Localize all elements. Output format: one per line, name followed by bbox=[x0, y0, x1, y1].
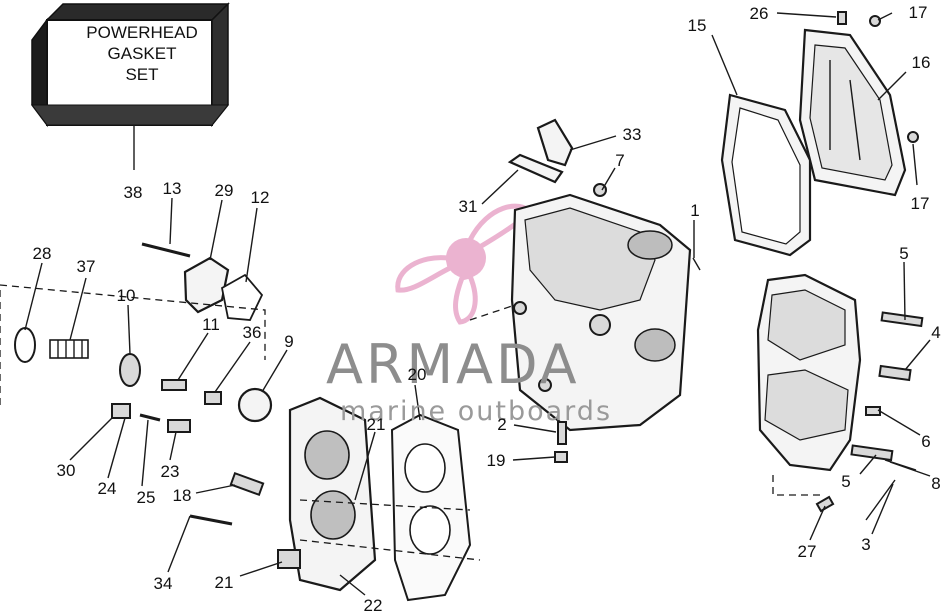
callout-4: 4 bbox=[931, 323, 940, 342]
callout-9: 9 bbox=[284, 332, 293, 351]
bolt-5-top bbox=[880, 311, 924, 328]
watermark-propeller-logo bbox=[395, 203, 534, 325]
callout-24: 24 bbox=[98, 479, 117, 498]
callout-22: 22 bbox=[364, 596, 383, 613]
pin-25 bbox=[139, 413, 161, 422]
callout-31: 31 bbox=[459, 197, 478, 216]
pin-3 bbox=[865, 479, 896, 521]
temperature-switch-18 bbox=[229, 471, 265, 497]
kit-box-line-2: GASKET bbox=[108, 44, 177, 63]
thermostat-10 bbox=[119, 353, 141, 387]
pin-1 bbox=[692, 257, 701, 271]
bolt-34 bbox=[189, 514, 233, 526]
callout-10: 10 bbox=[117, 286, 136, 305]
callout-30: 30 bbox=[57, 461, 76, 480]
stud-2 bbox=[557, 421, 567, 445]
screw-17-side bbox=[907, 131, 919, 143]
cylinder-block bbox=[510, 193, 692, 432]
callout-15: 15 bbox=[688, 16, 707, 35]
callout-16: 16 bbox=[912, 53, 931, 72]
callout-3: 3 bbox=[861, 535, 870, 554]
alignment-dashes bbox=[0, 284, 825, 561]
callout-5-top: 5 bbox=[899, 244, 908, 263]
tube-31 bbox=[507, 153, 564, 184]
leader-lines bbox=[24, 12, 931, 596]
callout-28: 28 bbox=[33, 244, 52, 263]
nut-19 bbox=[554, 451, 568, 463]
o-ring-28 bbox=[14, 327, 36, 363]
callout-26: 26 bbox=[750, 4, 769, 23]
valve-11 bbox=[161, 379, 187, 391]
callout-18: 18 bbox=[173, 486, 192, 505]
callout-2: 2 bbox=[497, 415, 506, 434]
fitting-30 bbox=[111, 403, 131, 419]
callout-25: 25 bbox=[137, 488, 156, 507]
exhaust-cover-16 bbox=[798, 28, 907, 197]
callout-19: 19 bbox=[487, 451, 506, 470]
bolt-4 bbox=[878, 364, 912, 382]
spring-36 bbox=[204, 391, 222, 405]
seal-9 bbox=[237, 387, 273, 423]
screw-26 bbox=[837, 11, 847, 25]
kit-box-line-3: SET bbox=[125, 65, 158, 84]
callout-8: 8 bbox=[931, 474, 940, 493]
callout-34: 34 bbox=[154, 574, 173, 593]
callout-37: 37 bbox=[77, 257, 96, 276]
crankcase bbox=[756, 273, 862, 472]
callout-27: 27 bbox=[798, 542, 817, 561]
callout-38: 38 bbox=[124, 183, 143, 202]
screw-17-top bbox=[869, 15, 881, 27]
callout-1: 1 bbox=[690, 201, 699, 220]
watermark-tagline: marine outboards bbox=[340, 396, 612, 427]
exhaust-cover-gasket-15 bbox=[720, 93, 812, 257]
callout-29: 29 bbox=[215, 181, 234, 200]
kit-box-line-1: POWERHEAD bbox=[86, 23, 197, 42]
callout-23: 23 bbox=[161, 462, 180, 481]
gasket-12 bbox=[220, 273, 264, 321]
callout-13: 13 bbox=[163, 179, 182, 198]
watermark-brand: ARMADA bbox=[326, 333, 580, 396]
bolt-6 bbox=[865, 406, 881, 416]
callout-12: 12 bbox=[251, 188, 270, 207]
elbow-21 bbox=[277, 549, 301, 569]
gasket-set-box: POWERHEAD GASKET SET bbox=[31, 2, 230, 170]
cylinder-head-22 bbox=[288, 396, 377, 592]
callout-7: 7 bbox=[615, 151, 624, 170]
callout-labels: 1 2 3 4 5 5 6 7 8 9 10 11 12 13 15 16 17… bbox=[33, 3, 941, 613]
callout-20: 20 bbox=[408, 365, 427, 384]
callout-11: 11 bbox=[202, 315, 220, 334]
fitting-27 bbox=[815, 495, 835, 513]
callout-21-top: 21 bbox=[367, 415, 386, 434]
callout-17-side: 17 bbox=[911, 194, 930, 213]
bolt-13 bbox=[141, 242, 191, 258]
callout-21-bottom: 21 bbox=[215, 573, 234, 592]
fitting-23 bbox=[167, 419, 191, 433]
head-gasket-20 bbox=[390, 413, 472, 602]
callout-36: 36 bbox=[243, 323, 262, 342]
callout-33: 33 bbox=[623, 125, 642, 144]
callout-6: 6 bbox=[921, 432, 930, 451]
bolt-5-bottom bbox=[850, 444, 894, 462]
callout-5-bottom: 5 bbox=[841, 472, 850, 491]
thermostat-cover-33 bbox=[536, 118, 574, 167]
spring-37 bbox=[49, 339, 89, 359]
callout-17-top: 17 bbox=[909, 3, 928, 22]
